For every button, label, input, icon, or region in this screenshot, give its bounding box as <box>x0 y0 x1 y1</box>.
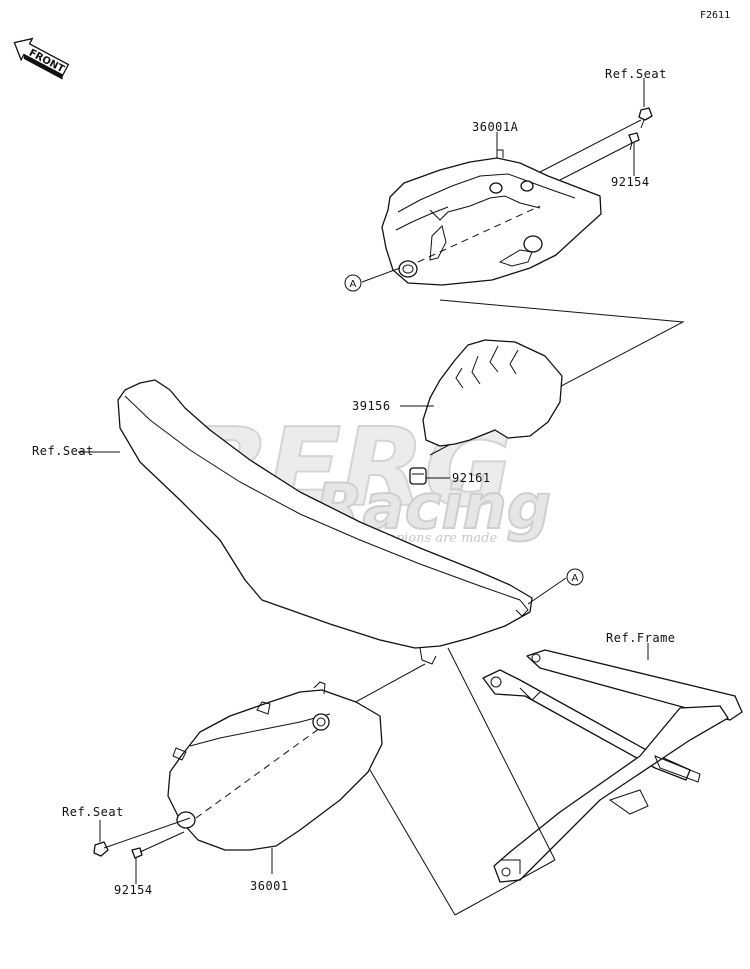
subframe <box>482 649 743 883</box>
svg-text:A: A <box>572 573 579 584</box>
svg-text:A: A <box>350 279 357 290</box>
bolt-ref-seat-bottom <box>93 817 191 857</box>
label-92154-top: 92154 <box>611 175 650 189</box>
diagram-code: F2611 <box>700 10 730 21</box>
label-39156: 39156 <box>352 399 391 413</box>
side-cover-right-36001a <box>381 149 602 286</box>
label-92154-bottom: 92154 <box>114 883 153 897</box>
label-ref-seat-top: Ref.Seat <box>605 67 667 81</box>
bolt-ref-seat-top <box>638 107 653 129</box>
bolt-92154-top <box>628 132 640 151</box>
label-36001: 36001 <box>250 879 289 893</box>
pad-39156 <box>422 339 563 447</box>
bolt-92154-bottom <box>131 831 185 859</box>
grommet-92161 <box>409 467 450 485</box>
callout-a-upper: A <box>344 274 362 292</box>
callout-a-lower: A <box>566 568 584 586</box>
side-cover-left-36001 <box>167 681 383 851</box>
label-ref-frame: Ref.Frame <box>606 631 676 645</box>
front-arrow-icon: FRONT <box>13 37 70 80</box>
label-ref-seat-left: Ref.Seat <box>32 444 94 458</box>
label-36001a: 36001A <box>472 120 519 134</box>
label-ref-seat-bottom: Ref.Seat <box>62 805 124 819</box>
seat <box>117 379 533 665</box>
label-92161: 92161 <box>452 471 491 485</box>
